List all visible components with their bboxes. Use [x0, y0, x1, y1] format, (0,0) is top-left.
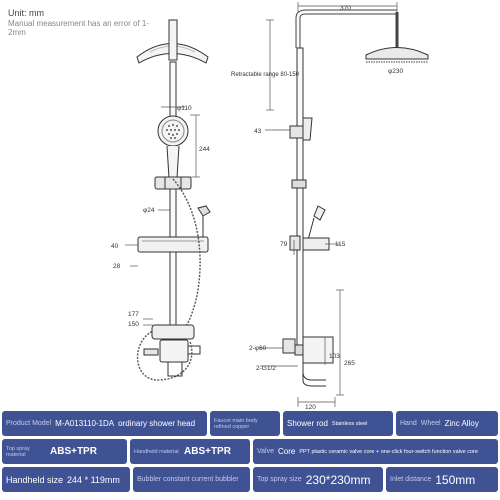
spec-wheel-key: Wheel [420, 420, 441, 427]
spec-wheel-val: Zinc Alloy [444, 419, 479, 428]
dim-g12: 2-G1/2 [256, 365, 276, 372]
spec-row-1: Product Model M-A013110-1DA ordinary sho… [2, 411, 498, 436]
measurement-error-note: Manual measurement has an error of 1-2mm [8, 19, 149, 37]
dim-43: 43 [254, 128, 262, 135]
spec-handheld-size-val: 244 * 119mm [67, 474, 120, 485]
dim-top-width: 370 [340, 5, 351, 12]
spec-row-3: Handheld size 244 * 119mm Bubbler consta… [2, 467, 498, 492]
dim-40: 40 [111, 243, 119, 250]
front-shelf [137, 236, 209, 253]
dim-150: 150 [128, 321, 139, 328]
spec-wheel: Hand Wheel Zinc Alloy [396, 411, 498, 436]
spec-top-spray-key: Top spray material [6, 445, 30, 458]
dim-head-dia: φ230 [388, 68, 403, 75]
spec-faucet: Faucet main body refined copper [210, 411, 280, 436]
dim-103: 103 [329, 353, 340, 360]
spec-shower-head-type: ordinary shower head [118, 419, 196, 428]
spec-handheld-size-key: Handheld size [6, 474, 64, 485]
spec-handheld-size: Handheld size 244 * 119mm [2, 467, 130, 492]
front-rod [169, 61, 177, 341]
spec-row-2: Top spray material ABS+TPR Handheld mate… [2, 439, 498, 464]
front-view [125, 19, 211, 381]
spec-top-spray-val: ABS+TPR [50, 446, 97, 457]
technical-drawing: 370 Retractable range 80-150 φ230 φ110 2… [111, 2, 429, 410]
dim-120: 120 [305, 404, 316, 410]
spec-top-spray-size: Top spray size 230*230mm [253, 467, 383, 492]
spec-handheld-key: Handheld material [134, 448, 179, 455]
spec-faucet-key: Faucet main body refined copper [214, 417, 258, 430]
spec-inlet-key: Inlet distance [390, 476, 432, 483]
side-rod [296, 47, 304, 349]
front-mixer [143, 324, 201, 377]
spec-product-model: Product Model M-A013110-1DA ordinary sho… [2, 411, 207, 436]
front-hose [172, 178, 201, 333]
spec-core-key: Core [278, 447, 296, 456]
front-hand-shower [157, 115, 189, 179]
spec-shower-rod-val: Stainless steel [331, 420, 368, 427]
spec-shower-rod: Shower rod Stainless steel [283, 411, 393, 436]
dim-28: 28 [113, 263, 121, 270]
dim-60: 2-φ60 [249, 345, 267, 352]
spec-bubbler-key: Bubbler constant current bubbler [137, 476, 239, 483]
spec-core-val: PPT plastic ceramic valve core + one-cli… [299, 448, 478, 455]
dim-177: 177 [128, 311, 139, 318]
dim-hand-len: 244 [199, 146, 210, 153]
spec-product-model-key: Product Model [6, 420, 52, 427]
side-mixer [282, 336, 334, 387]
spec-handheld-val: ABS+TPR [184, 446, 231, 457]
dim-retract: Retractable range 80-150 [231, 72, 300, 78]
side-rain-head [365, 47, 429, 60]
spec-product-model-val: M-A013110-1DA [55, 419, 115, 428]
dim-hand-dia: φ110 [177, 105, 192, 112]
spec-shower-rod-key: Shower rod [287, 419, 328, 428]
spec-handheld-material: Handheld material ABS+TPR [130, 439, 250, 464]
spec-inlet-val: 150mm [435, 472, 476, 487]
spec-inlet-distance: Inlet distance 150mm [386, 467, 498, 492]
unit-note: Unit: mm Manual measurement has an error… [8, 8, 158, 37]
spec-bubbler: Bubbler constant current bubbler [133, 467, 250, 492]
spec-hand-key: Hand [400, 420, 417, 427]
dim-115: 115 [335, 241, 346, 248]
front-slider [154, 176, 192, 190]
spec-valve-core: Valve Core PPT plastic ceramic valve cor… [253, 439, 498, 464]
dim-rail-dia: φ24 [143, 207, 155, 214]
spec-top-size-val: 230*230mm [305, 472, 371, 487]
spec-top-spray-material: Top spray material ABS+TPR [2, 439, 127, 464]
dim-79: 79 [280, 241, 288, 248]
spec-table: Product Model M-A013110-1DA ordinary sho… [2, 411, 498, 495]
spec-valve-key: Valve [257, 448, 274, 455]
dim-265: 265 [344, 360, 355, 367]
side-view [260, 2, 429, 407]
unit-label: Unit: mm [8, 8, 44, 18]
spec-top-size-key: Top spray size [257, 476, 302, 483]
